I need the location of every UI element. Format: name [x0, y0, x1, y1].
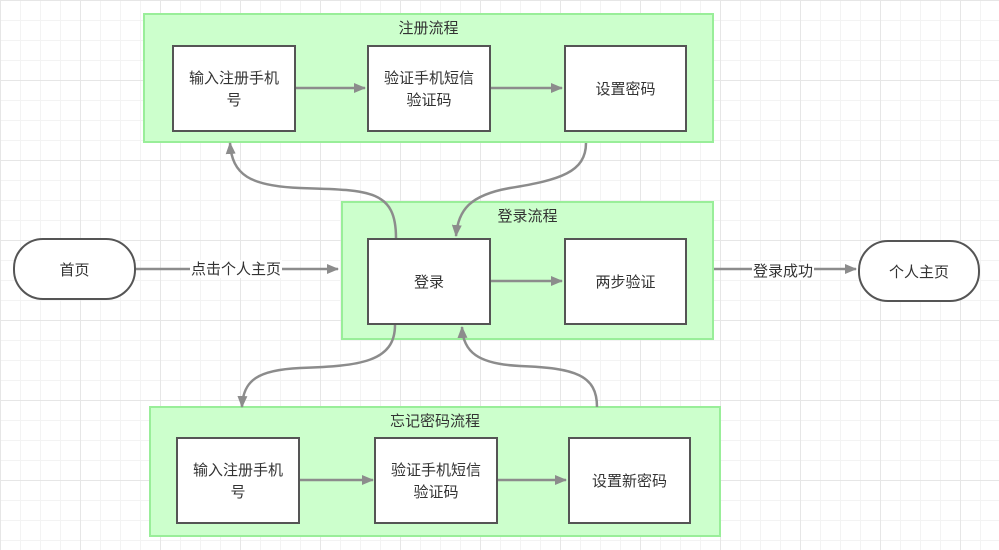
node-home: 首页 — [13, 238, 136, 300]
node-login: 登录 — [367, 238, 491, 325]
node-fp-verify-sms: 验证手机短信验证码 — [374, 437, 498, 524]
group-login-title: 登录流程 — [497, 207, 558, 225]
node-fp-input-phone: 输入注册手机号 — [176, 437, 300, 524]
node-reg-set-password: 设置密码 — [564, 45, 687, 132]
node-two-step: 两步验证 — [564, 238, 687, 325]
group-forgot-password-title: 忘记密码流程 — [389, 412, 480, 430]
node-personal-home: 个人主页 — [858, 240, 980, 302]
node-reg-verify-sms: 验证手机短信验证码 — [367, 45, 491, 132]
edge-label-home-to-login: 点击个人主页 — [190, 260, 283, 278]
node-fp-set-new-password: 设置新密码 — [568, 437, 691, 524]
edge-label-login-success: 登录成功 — [752, 262, 815, 280]
node-reg-input-phone: 输入注册手机号 — [172, 45, 296, 132]
group-register-title: 注册流程 — [398, 19, 459, 37]
